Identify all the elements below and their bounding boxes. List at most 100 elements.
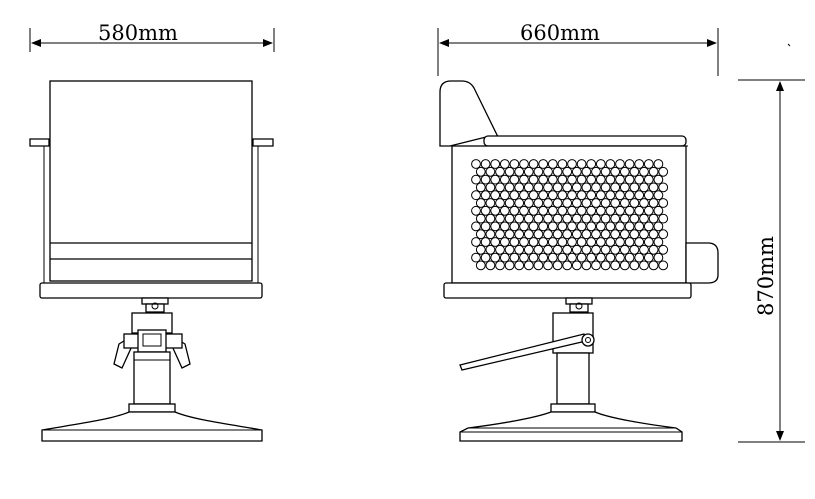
mesh-cell xyxy=(634,205,645,216)
mesh-cell xyxy=(504,229,515,240)
mesh-cell xyxy=(490,237,501,247)
mesh-cell xyxy=(619,229,630,240)
front-width-label: 580mm xyxy=(98,21,178,45)
mesh-cell xyxy=(543,244,553,255)
mesh-cell xyxy=(528,205,539,216)
mesh-cell xyxy=(653,221,664,232)
mesh-cell xyxy=(552,198,563,208)
mesh-cell xyxy=(562,260,573,271)
mesh-cell xyxy=(552,166,563,177)
mesh-cell xyxy=(504,198,515,208)
mesh-cell xyxy=(610,260,621,271)
mesh-cell xyxy=(499,237,510,247)
mesh-cell xyxy=(490,174,501,185)
mesh-cell xyxy=(591,198,601,208)
mesh-cell xyxy=(557,159,568,169)
mesh-cell xyxy=(471,221,481,232)
mesh-cell xyxy=(485,260,496,271)
mesh-cell xyxy=(509,237,520,247)
mesh-cell xyxy=(562,229,573,240)
mesh-cell xyxy=(648,229,659,240)
mesh-cell xyxy=(634,237,645,247)
mesh-cell xyxy=(653,252,664,263)
side-seat-cushion xyxy=(483,135,687,147)
mesh-cell xyxy=(629,229,640,240)
mesh-cell xyxy=(514,244,525,255)
mesh-cell xyxy=(495,213,505,224)
mesh-cell xyxy=(624,252,635,263)
mesh-cell xyxy=(499,174,510,185)
mesh-cell xyxy=(490,205,501,216)
mesh-cell xyxy=(619,166,630,177)
mesh-cell xyxy=(480,190,491,201)
mesh-cell xyxy=(639,260,649,271)
mesh-cell xyxy=(586,159,597,169)
mesh-cell xyxy=(605,205,616,216)
mesh-cell xyxy=(600,229,611,240)
mesh-cell xyxy=(509,174,520,185)
mesh-cell xyxy=(581,182,592,193)
mesh-cell xyxy=(519,237,529,247)
mesh-cell xyxy=(576,190,587,201)
mesh-cell xyxy=(533,166,544,177)
mesh-cell xyxy=(600,260,611,271)
mesh-cell xyxy=(538,252,549,263)
mesh-cell xyxy=(576,205,587,216)
mesh-cell xyxy=(581,244,592,255)
mesh-cell xyxy=(490,221,501,232)
mesh-cell xyxy=(639,198,649,208)
mesh-cell xyxy=(639,166,649,177)
mesh-cell xyxy=(615,174,625,185)
mesh-cell xyxy=(552,260,563,271)
mesh-cell xyxy=(509,205,520,216)
mesh-cell xyxy=(586,237,597,247)
front-base xyxy=(41,411,263,442)
mesh-cell xyxy=(591,244,601,255)
mesh-cell xyxy=(571,198,582,208)
side-backrest xyxy=(439,80,500,147)
side-armrest xyxy=(685,242,719,284)
mesh-cell xyxy=(571,260,582,271)
mesh-cell xyxy=(653,237,664,247)
mesh-cell xyxy=(552,213,563,224)
mesh-cell xyxy=(557,221,568,232)
mesh-cell xyxy=(629,244,640,255)
mesh-cell xyxy=(571,213,582,224)
mesh-cell xyxy=(595,174,606,185)
mesh-cell xyxy=(523,260,534,271)
mesh-cell xyxy=(615,205,625,216)
mesh-cell xyxy=(576,174,587,185)
mesh-cell xyxy=(595,190,606,201)
mesh-cell xyxy=(567,237,577,247)
mesh-cell xyxy=(634,190,645,201)
mesh-cell xyxy=(547,221,558,232)
mesh-cell xyxy=(610,229,621,240)
mesh-cell xyxy=(571,229,582,240)
mesh-cell xyxy=(643,237,654,247)
mesh-cell xyxy=(624,237,635,247)
mesh-cell xyxy=(643,190,654,201)
mesh-cell xyxy=(605,159,616,169)
mesh-cell xyxy=(480,174,491,185)
mesh-cell xyxy=(624,205,635,216)
mesh-cell xyxy=(519,205,529,216)
mesh-cell xyxy=(591,213,601,224)
mesh-cell xyxy=(624,190,635,201)
mesh-cell xyxy=(523,198,534,208)
mesh-cell xyxy=(658,213,669,224)
mesh-cell xyxy=(643,205,654,216)
front-backrest xyxy=(49,80,253,282)
mesh-cell xyxy=(543,213,553,224)
mesh-cell xyxy=(528,190,539,201)
mesh-cell xyxy=(619,182,630,193)
mesh-cell xyxy=(533,213,544,224)
mesh-cell xyxy=(504,260,515,271)
mesh-cell xyxy=(533,244,544,255)
mesh-cell xyxy=(552,229,563,240)
mesh-cell xyxy=(653,159,664,169)
front-seat-plate xyxy=(39,282,263,299)
front-right-armrest xyxy=(252,138,274,147)
mesh-cell xyxy=(567,190,577,201)
mesh-cell xyxy=(490,159,501,169)
mesh-cell xyxy=(475,166,486,177)
